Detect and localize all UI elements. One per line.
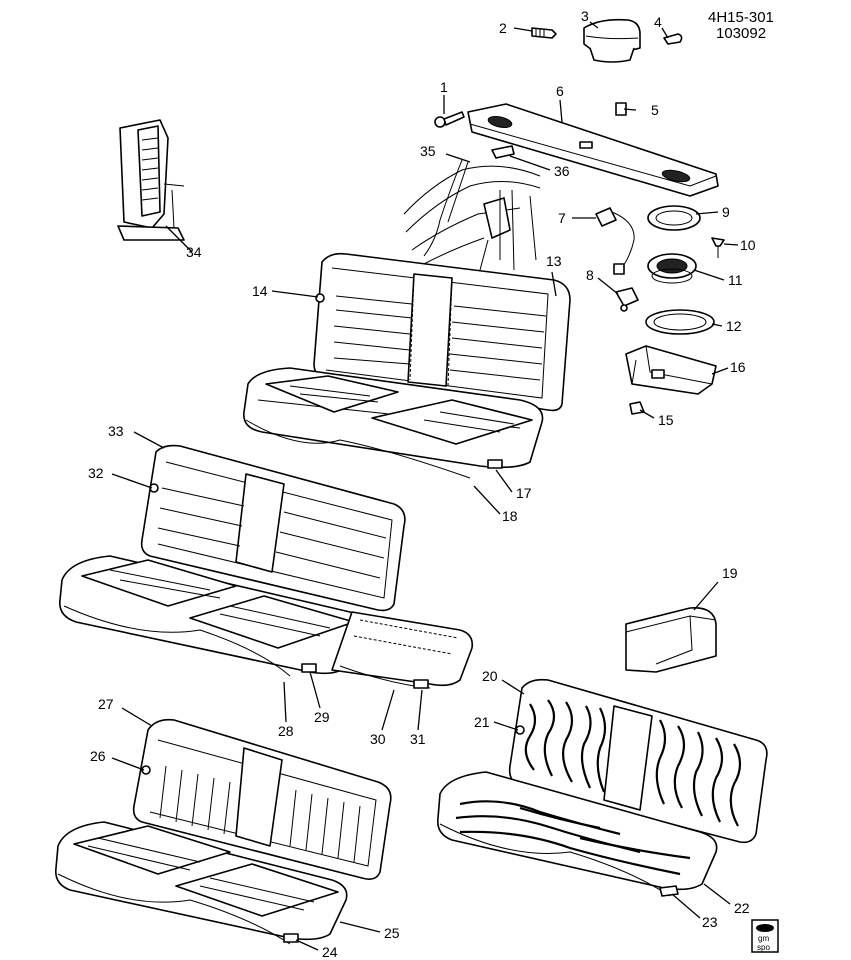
callout-34: 34: [186, 244, 202, 260]
callout-27: 27: [98, 696, 114, 712]
callout-19: 19: [722, 565, 738, 581]
callout-24: 24: [322, 944, 338, 960]
part-2-screw: [531, 27, 557, 39]
part-35-36-belt-area: [403, 145, 541, 271]
part-7-wire-harness: [595, 207, 635, 275]
callout-5: 5: [651, 102, 659, 118]
part-1-screw: [434, 111, 465, 128]
part-34-pillar-trim: [117, 119, 185, 241]
part-15-clip: [629, 401, 645, 415]
callout-31: 31: [410, 731, 426, 747]
callout-17: 17: [516, 485, 532, 501]
seat-assembly-c: [54, 718, 392, 945]
callout-12: 12: [726, 318, 742, 334]
callout-8: 8: [586, 267, 594, 283]
part-4-clip: [663, 33, 683, 45]
part-11-speaker: [647, 253, 697, 284]
seat-assembly-b: [59, 444, 474, 689]
callout-10: 10: [740, 237, 756, 253]
callout-9: 9: [722, 204, 730, 220]
diagram-code-line1: 4H15-301: [708, 9, 774, 26]
gm-spo-logo: gm spo: [751, 919, 779, 953]
callout-36: 36: [554, 163, 570, 179]
callout-11: 11: [728, 272, 743, 288]
callout-23: 23: [702, 914, 718, 930]
leader-lines: [111, 21, 739, 951]
callout-18: 18: [502, 508, 518, 524]
callout-21: 21: [474, 714, 490, 730]
callout-13: 13: [546, 253, 562, 269]
callout-22: 22: [734, 900, 750, 916]
callout-14: 14: [252, 283, 268, 299]
diagram-code-line2: 103092: [716, 25, 766, 42]
callout-25: 25: [384, 925, 400, 941]
callout-numbers: 1 2 3 4 5 6 7 8 9 10 11 12 13 14 15 16 1…: [88, 8, 756, 960]
part-3-cap: [583, 18, 641, 63]
callout-20: 20: [482, 668, 498, 684]
callout-28: 28: [278, 723, 294, 739]
callout-1: 1: [440, 79, 448, 95]
callout-33: 33: [108, 423, 124, 439]
callout-2: 2: [499, 20, 507, 36]
logo-text-line1: gm: [758, 934, 769, 943]
callout-29: 29: [314, 709, 330, 725]
part-16-speaker-box: [625, 345, 717, 395]
callout-35: 35: [420, 143, 436, 159]
part-12-speaker-gasket: [645, 309, 715, 335]
part-9-speaker-ring: [647, 205, 701, 231]
callout-15: 15: [658, 412, 674, 428]
part-10-screw: [711, 237, 725, 258]
part-6-package-shelf: [467, 103, 719, 197]
callout-26: 26: [90, 748, 106, 764]
callout-7: 7: [558, 210, 566, 226]
seat-assembly-a: [243, 252, 571, 479]
logo-text-line2: spo: [757, 943, 770, 952]
part-19-armrest: [625, 607, 717, 673]
callout-4: 4: [654, 14, 662, 30]
callout-16: 16: [730, 359, 746, 375]
seat-assembly-d: [436, 678, 768, 897]
callout-3: 3: [581, 8, 589, 24]
part-8-bracket: [615, 287, 639, 312]
callout-6: 6: [556, 83, 564, 99]
callout-32: 32: [88, 465, 104, 481]
callout-30: 30: [370, 731, 386, 747]
